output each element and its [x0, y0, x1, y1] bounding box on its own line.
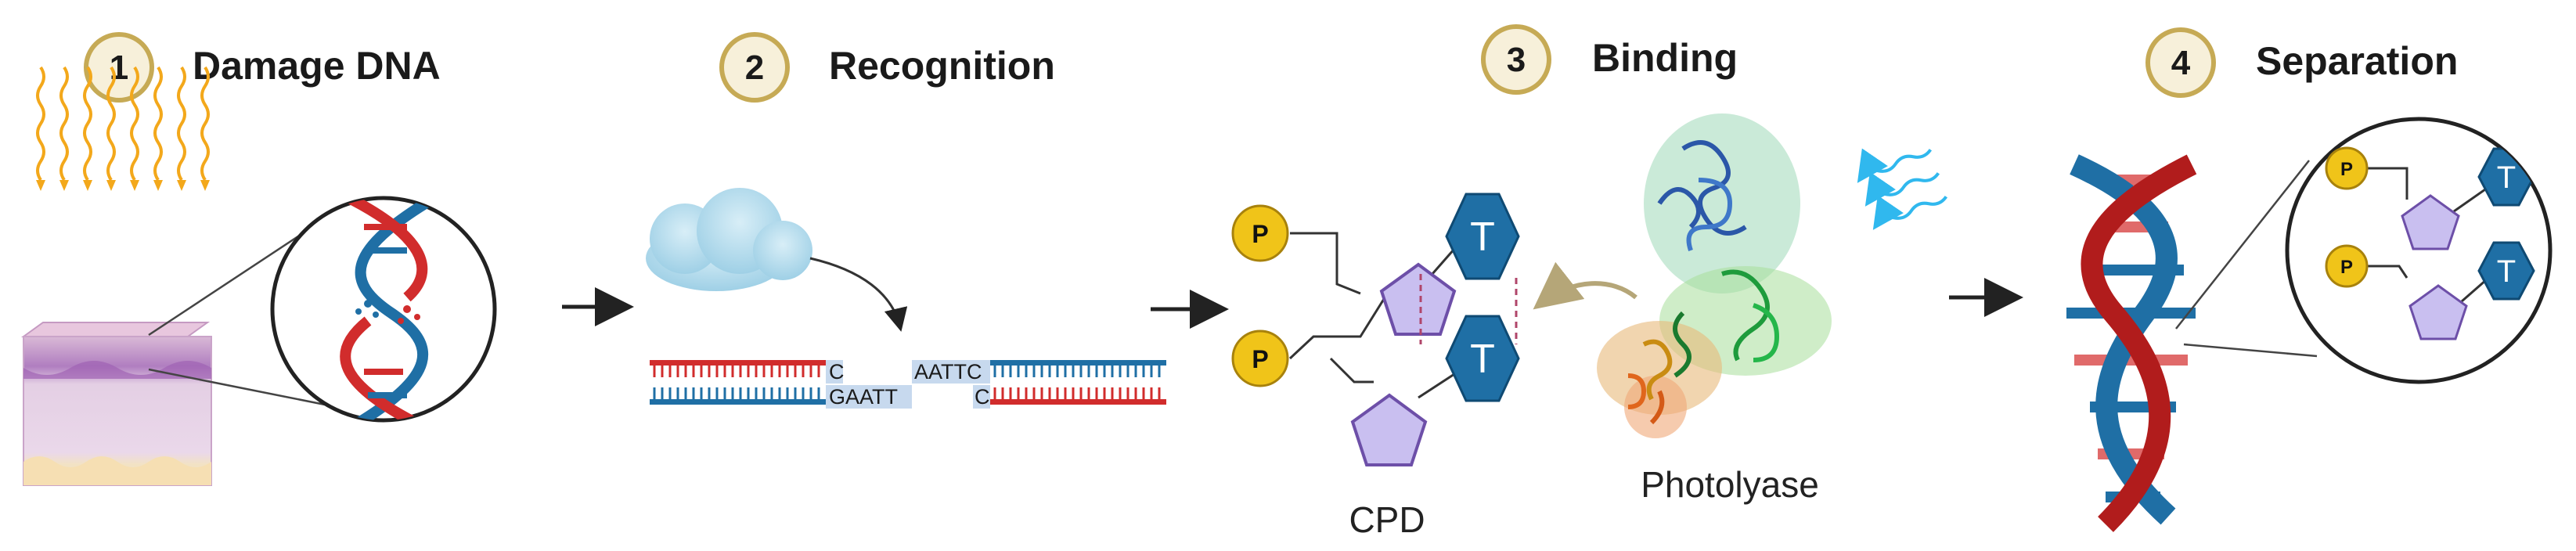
- step-2-title: Recognition: [829, 44, 1055, 88]
- sugar-pentagon-top: [1379, 262, 1457, 336]
- cpd-caption: CPD: [1349, 499, 1425, 540]
- free-phosphate-label-bottom: P: [2340, 257, 2353, 278]
- step-2-badge: [719, 32, 790, 103]
- uv-ray-tips: [36, 180, 210, 191]
- thymine-label-bottom: T: [1470, 337, 1495, 382]
- step-4-number: 4: [2171, 44, 2191, 82]
- repaired-dna-helix-icon: [2066, 154, 2197, 532]
- zoom-lines-left: [148, 222, 330, 407]
- thymine-hexagon-top: [1445, 193, 1520, 280]
- seq-bottom-right: C: [975, 385, 990, 409]
- sugar-pentagon-bottom: [1350, 393, 1428, 466]
- dna-fragment-left: [650, 360, 912, 409]
- free-thymine-label-top: T: [2497, 160, 2516, 195]
- thymine-hexagon-bottom: [1445, 315, 1520, 402]
- binding-arrow: [1533, 261, 1637, 310]
- seq-top-right: AATTC: [914, 360, 982, 384]
- step-4-header: 4 Separation: [2145, 27, 2458, 98]
- step-3-title: Binding: [1592, 36, 1738, 80]
- step-2-number: 2: [745, 49, 764, 87]
- step-1-title: Damage DNA: [193, 44, 441, 88]
- step-3-badge: [1481, 24, 1551, 95]
- photolyase-caption: Photolyase: [1641, 464, 1819, 505]
- photolyase-protein-icon: [1597, 113, 1832, 438]
- step-3-header: 3 Binding: [1481, 24, 1738, 95]
- step-2-header: 2 Recognition: [719, 32, 1055, 103]
- dna-fragment-right: [912, 360, 1166, 409]
- damaged-dna-zoom: [270, 196, 497, 423]
- zoom-lines-right: [2175, 160, 2318, 358]
- step-1-header: 1 Damage DNA: [84, 32, 441, 103]
- skin-section-icon: [20, 322, 212, 486]
- phosphate-top: [1231, 204, 1289, 262]
- thymine-label-top: T: [1470, 214, 1495, 260]
- step-3-number: 3: [1507, 41, 1526, 79]
- free-thymine-label-bottom: T: [2497, 254, 2516, 289]
- recognition-arrow: [809, 257, 908, 332]
- free-thymine-hexagon-bottom: [2477, 241, 2535, 301]
- phosphate-bottom: [1231, 330, 1289, 387]
- cloud-icon: [646, 188, 812, 291]
- phosphate-label-top: P: [1252, 220, 1268, 248]
- free-phosphate-label-top: P: [2340, 159, 2353, 180]
- cpd-structure: T T P P: [1231, 193, 1520, 466]
- seq-bottom-left: GAATT: [829, 385, 898, 409]
- phosphate-label-bottom: P: [1252, 345, 1268, 373]
- blue-light-icon: [1857, 148, 1948, 230]
- step-4-badge: [2145, 27, 2216, 98]
- separated-bases-zoom: T T P P: [2285, 117, 2553, 384]
- seq-top-left: C: [829, 360, 845, 384]
- step-4-title: Separation: [2256, 39, 2458, 83]
- uv-rays-icon: [36, 66, 210, 182]
